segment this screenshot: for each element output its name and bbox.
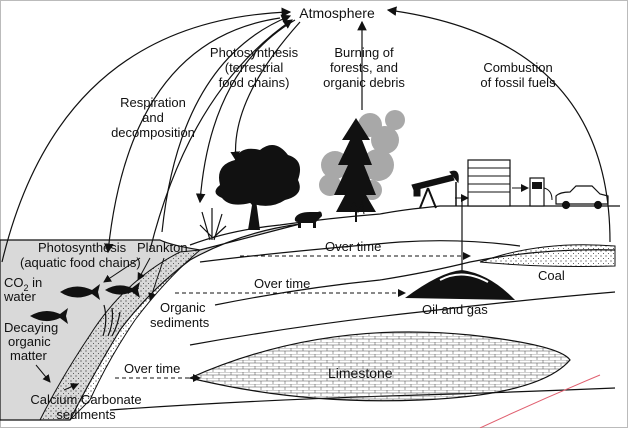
strata-line-3	[189, 291, 616, 346]
seaweed-icon	[102, 304, 121, 337]
label-decaying-1: Decaying	[4, 320, 58, 335]
label-burning-2: forests, and	[330, 60, 398, 75]
arrow-atmosphere-to-water	[104, 17, 281, 254]
refinery-building-icon	[467, 159, 511, 207]
label-decaying-3: matter	[10, 348, 48, 363]
label-burning-3: organic debris	[323, 75, 405, 90]
smoke-cloud-icon	[319, 110, 405, 200]
coal-deposit	[479, 244, 616, 267]
shrub-icon	[199, 208, 227, 241]
arrow-plankton-to-sediments	[148, 257, 165, 301]
arrow-decaying-to-sediments	[35, 364, 51, 383]
label-organic-sediments-1: Organic	[160, 300, 206, 315]
cow-icon	[294, 211, 322, 228]
arrow-atmosphere-to-tree	[230, 21, 301, 162]
label-plankton: Plankton	[137, 240, 188, 255]
arrow-photosynthesis-to-fish	[103, 257, 141, 283]
arrow-atmosphere-to-shrub	[195, 19, 296, 204]
arrow-combustion-to-atmosphere	[386, 6, 611, 243]
gas-pump-icon	[529, 177, 553, 207]
label-oil-and-gas: Oil and gas	[422, 302, 488, 317]
label-co2-in-water-1: CO2 in	[4, 275, 42, 293]
label-respiration-2: and	[142, 110, 164, 125]
watermark-stroke	[479, 374, 601, 428]
label-co2-in-water-2: water	[3, 289, 36, 304]
label-calcium-carbonate-2: sediments	[56, 407, 116, 422]
label-calcium-carbonate-1: Calcium Carbonate	[30, 392, 141, 407]
deciduous-tree-icon	[215, 145, 301, 230]
label-photosynthesis-aquatic-2: (aquatic food chains)	[20, 255, 141, 270]
limestone-layer	[188, 331, 571, 402]
conifer-tree-icon	[334, 118, 376, 222]
label-respiration-3: decomposition	[111, 125, 195, 140]
label-burning-1: Burning of	[334, 45, 394, 60]
label-photosynthesis-terrestrial-1: Photosynthesis	[210, 45, 299, 60]
fish-icon-3	[30, 308, 68, 324]
label-photosynthesis-terrestrial-3: food chains)	[219, 75, 290, 90]
fish-icon-1	[60, 284, 100, 300]
label-coal: Coal	[538, 268, 565, 283]
ground-line	[189, 205, 620, 246]
oil-gas-deposit	[405, 270, 515, 300]
label-photosynthesis-terrestrial-2: (terrestrial	[225, 60, 284, 75]
label-combustion-1: Combustion	[483, 60, 552, 75]
label-decaying-2: organic	[8, 334, 51, 349]
gas-cap	[439, 273, 489, 283]
label-organic-sediments-2: sediments	[150, 315, 210, 330]
arrow-plankton-to-fish	[137, 257, 151, 281]
label-limestone: Limestone	[328, 365, 393, 381]
label-over-time-coal: Over time	[325, 239, 381, 254]
arrow-to-calcium-carbonate	[63, 383, 79, 391]
label-over-time-oil: Over time	[254, 276, 310, 291]
label-combustion-2: of fossil fuels	[480, 75, 556, 90]
strata-line-1	[199, 240, 521, 263]
car-icon	[555, 185, 609, 210]
label-over-time-limestone: Over time	[124, 361, 180, 376]
fish-icon-2	[105, 282, 140, 298]
label-photosynthesis-aquatic-1: Photosynthesis	[38, 240, 127, 255]
label-respiration-1: Respiration	[120, 95, 186, 110]
label-atmosphere: Atmosphere	[299, 5, 375, 21]
oil-pump-icon	[411, 170, 459, 209]
arrow-decomposition-to-atmosphere	[149, 19, 293, 251]
arrow-co2-to-atmosphere	[1, 7, 292, 263]
